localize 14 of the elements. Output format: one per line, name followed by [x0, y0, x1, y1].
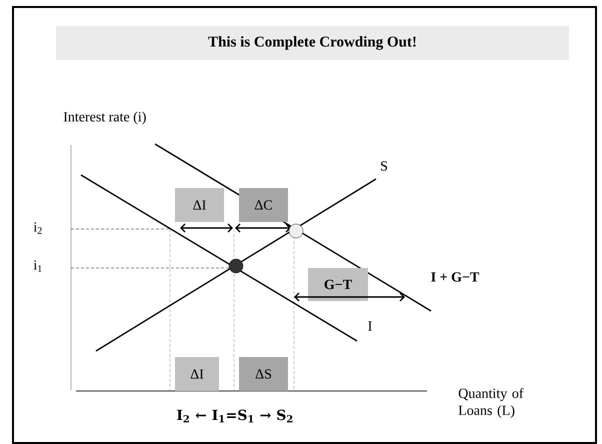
shaded-box: G−T	[308, 268, 368, 301]
axis-note: I$_{2}$ ← I$_{1}$=S$_{1}$ → S$_{2}$	[177, 410, 292, 422]
shaded-box: ΔI	[175, 188, 224, 222]
curve-label: S	[381, 161, 388, 171]
tick-label: i$_{2}$	[34, 222, 42, 234]
shaded-box: ΔS	[239, 357, 288, 391]
tick-label: i$_{1}$	[34, 260, 42, 272]
axis-label: Quantity of Loans (L)	[458, 388, 524, 418]
curve-label: I	[368, 321, 372, 331]
shaded-box: ΔI	[175, 357, 219, 391]
axis-label: Interest rate (i)	[64, 112, 146, 124]
curve-label: I + G−T	[431, 272, 480, 282]
title-banner: This is Complete Crowding Out!	[56, 26, 569, 60]
shaded-box: ΔC	[239, 188, 288, 222]
